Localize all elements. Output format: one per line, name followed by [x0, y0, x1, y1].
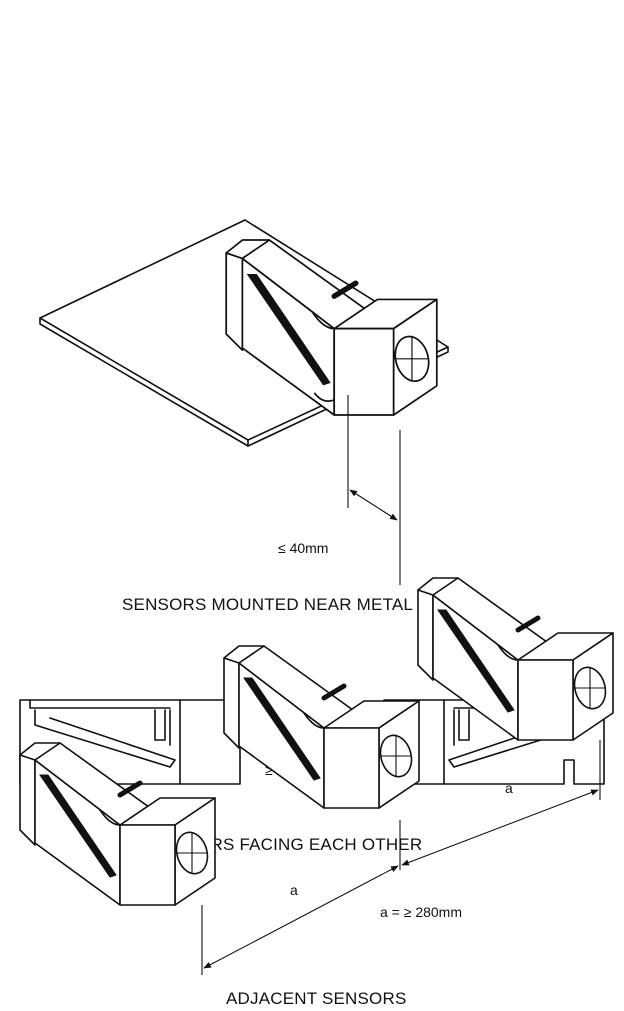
sensor-adjacent-left: [20, 743, 215, 905]
spacing-label-left: a: [290, 882, 298, 898]
near-metal-illustration: ≤ 40mm: [39, 219, 449, 585]
sensor-adjacent-middle: [224, 646, 419, 808]
spacing-rule-label: a = ≥ 280mm: [380, 904, 462, 920]
caption-facing: SENSORS FACING EACH OTHER: [150, 835, 422, 854]
caption-near-metal: SENSORS MOUNTED NEAR METAL: [122, 595, 413, 614]
distance-to-metal-label: ≤ 40mm: [278, 540, 328, 556]
sensor-adjacent-right: [418, 578, 613, 740]
caption-adjacent: ADJACENT SENSORS: [226, 989, 406, 1008]
spacing-label-right: a: [505, 780, 513, 796]
